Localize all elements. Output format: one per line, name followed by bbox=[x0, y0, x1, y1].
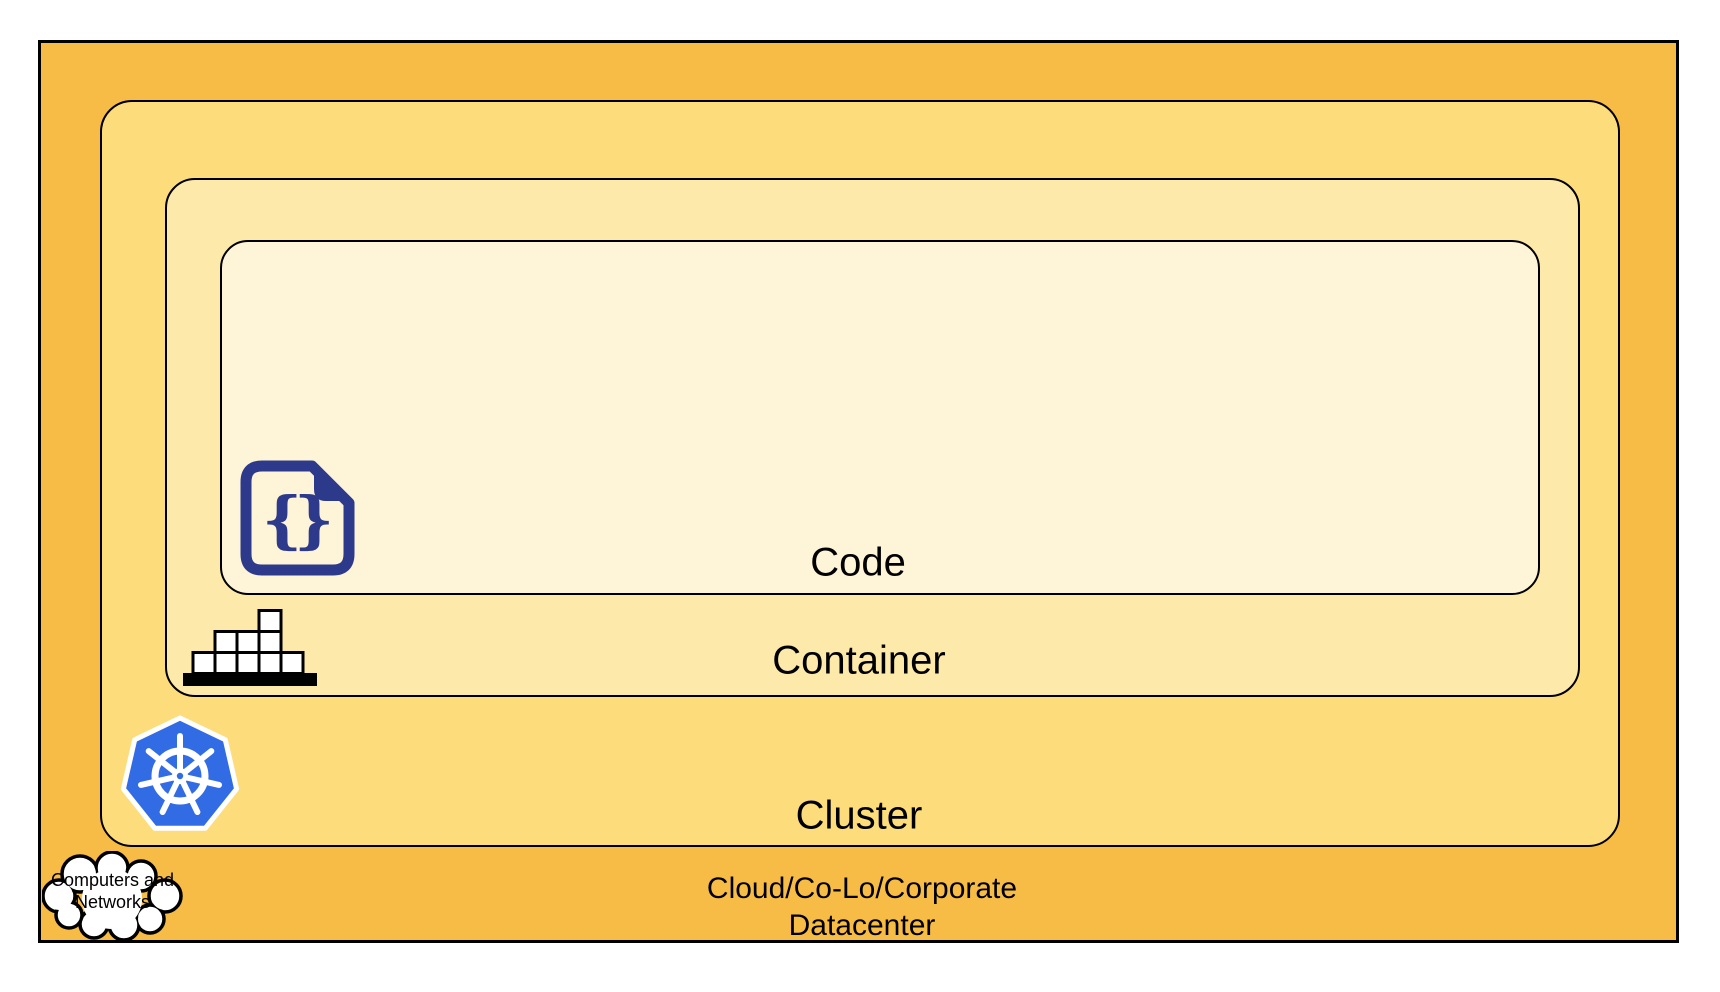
cloud-shape bbox=[41, 850, 183, 942]
kubernetes-wheel-icon bbox=[120, 715, 240, 831]
code-layer bbox=[220, 240, 1540, 595]
brace-open-glyph: { bbox=[262, 483, 302, 556]
cloud-caption-line2: Networks bbox=[74, 892, 150, 912]
cloud-caption-line1: Computers and bbox=[50, 870, 175, 890]
cluster-label: Cluster bbox=[795, 793, 923, 838]
code-label: Code bbox=[810, 540, 906, 585]
cloud-caption: Computers and Networks bbox=[42, 869, 183, 913]
brace-close-glyph: } bbox=[294, 483, 334, 556]
computers-networks-cloud-icon: Computers and Networks bbox=[41, 850, 183, 943]
datacenter-label: Cloud/Co-Lo/Corporate Datacenter bbox=[707, 870, 1017, 944]
code-file-icon: { } bbox=[240, 460, 355, 576]
datacenter-label-line1: Cloud/Co-Lo/Corporate bbox=[706, 872, 1018, 905]
container-label: Container bbox=[772, 638, 946, 683]
container-stack-icon bbox=[183, 609, 317, 686]
datacenter-label-line2: Datacenter bbox=[788, 909, 936, 942]
